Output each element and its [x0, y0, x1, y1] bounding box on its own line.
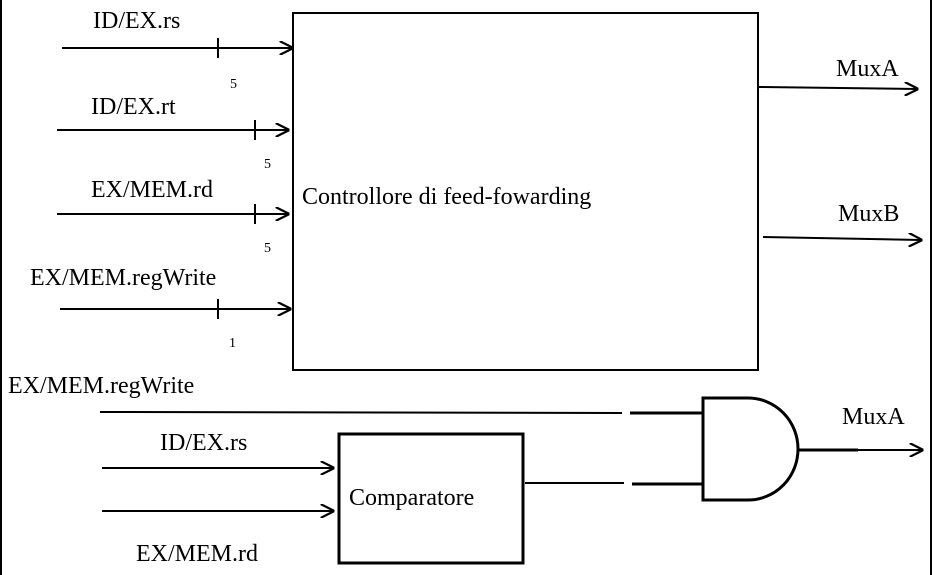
and-gate	[701, 396, 800, 502]
input-label-rd: EX/MEM.rd	[91, 177, 213, 203]
input-label-rt: ID/EX.rt	[91, 94, 176, 120]
output-arrow-muxb	[762, 237, 921, 240]
output-label-muxa: MuxA	[836, 56, 899, 82]
regwrite-label: EX/MEM.regWrite	[8, 373, 194, 399]
controller-title: Controllore di feed-fowarding	[302, 184, 591, 210]
rd-label: EX/MEM.rd	[136, 541, 258, 567]
controller-block	[292, 12, 759, 371]
bus-width-regwrite-1: 1	[229, 336, 236, 351]
comparator-label: Comparatore	[349, 485, 474, 511]
bus-width-rt: 5	[230, 77, 237, 92]
and-output-label: MuxA	[842, 404, 905, 430]
rs-label: ID/EX.rs	[160, 430, 247, 456]
comparator-block	[337, 432, 525, 565]
input-label-rs: ID/EX.rs	[93, 8, 180, 34]
output-arrow-muxa	[758, 87, 917, 89]
input-label-regwrite: EX/MEM.regWrite	[30, 265, 216, 291]
bus-width-regwrite: 5	[264, 241, 271, 256]
regwrite-wire	[99, 411, 623, 414]
output-label-muxb: MuxB	[838, 201, 899, 227]
bus-width-rd: 5	[264, 157, 271, 172]
